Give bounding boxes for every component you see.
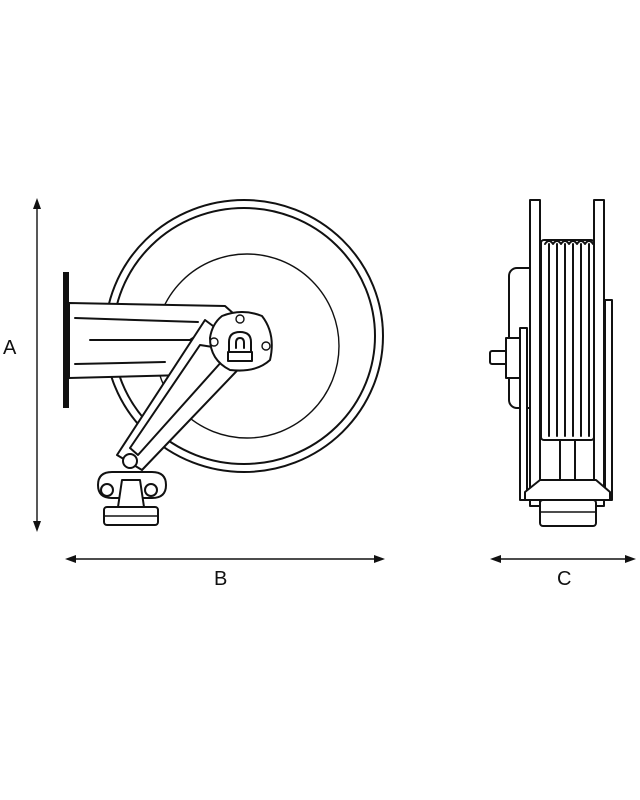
- side-flange-right: [593, 199, 605, 507]
- dimension-b-label: B: [214, 568, 227, 590]
- roller-right: [144, 483, 158, 497]
- inlet-flange: [505, 337, 521, 379]
- roller-left: [100, 483, 114, 497]
- side-view: [489, 199, 613, 527]
- dimension-c-arrow-left: [490, 555, 501, 563]
- dimension-a-arrow-top: [33, 198, 41, 209]
- roller-center: [117, 479, 145, 508]
- hub-bolt-right: [261, 341, 271, 351]
- dimension-b: B: [65, 555, 385, 590]
- dimension-c-arrow-right: [625, 555, 636, 563]
- dimension-b-arrow-left: [65, 555, 76, 563]
- side-guide-bracket: [524, 479, 611, 501]
- hub-outlet-base: [227, 351, 253, 362]
- hub-outlet: [228, 331, 252, 353]
- dimension-a: A: [3, 198, 41, 532]
- hub-bolt-top: [235, 314, 245, 324]
- hub-bolt-left: [209, 337, 219, 347]
- dimension-c: C: [490, 555, 636, 590]
- dimension-c-label: C: [557, 568, 571, 590]
- side-flange-left: [529, 199, 541, 507]
- dimension-a-label: A: [3, 337, 17, 359]
- frame-rail-left: [519, 327, 528, 501]
- dimension-b-arrow-right: [374, 555, 385, 563]
- front-view: [63, 199, 384, 526]
- wall-plate: [63, 272, 69, 408]
- dimension-a-arrow-bottom: [33, 521, 41, 532]
- pivot-pin: [122, 453, 138, 469]
- side-guide-foot: [539, 499, 597, 527]
- frame-rail-right: [604, 299, 613, 501]
